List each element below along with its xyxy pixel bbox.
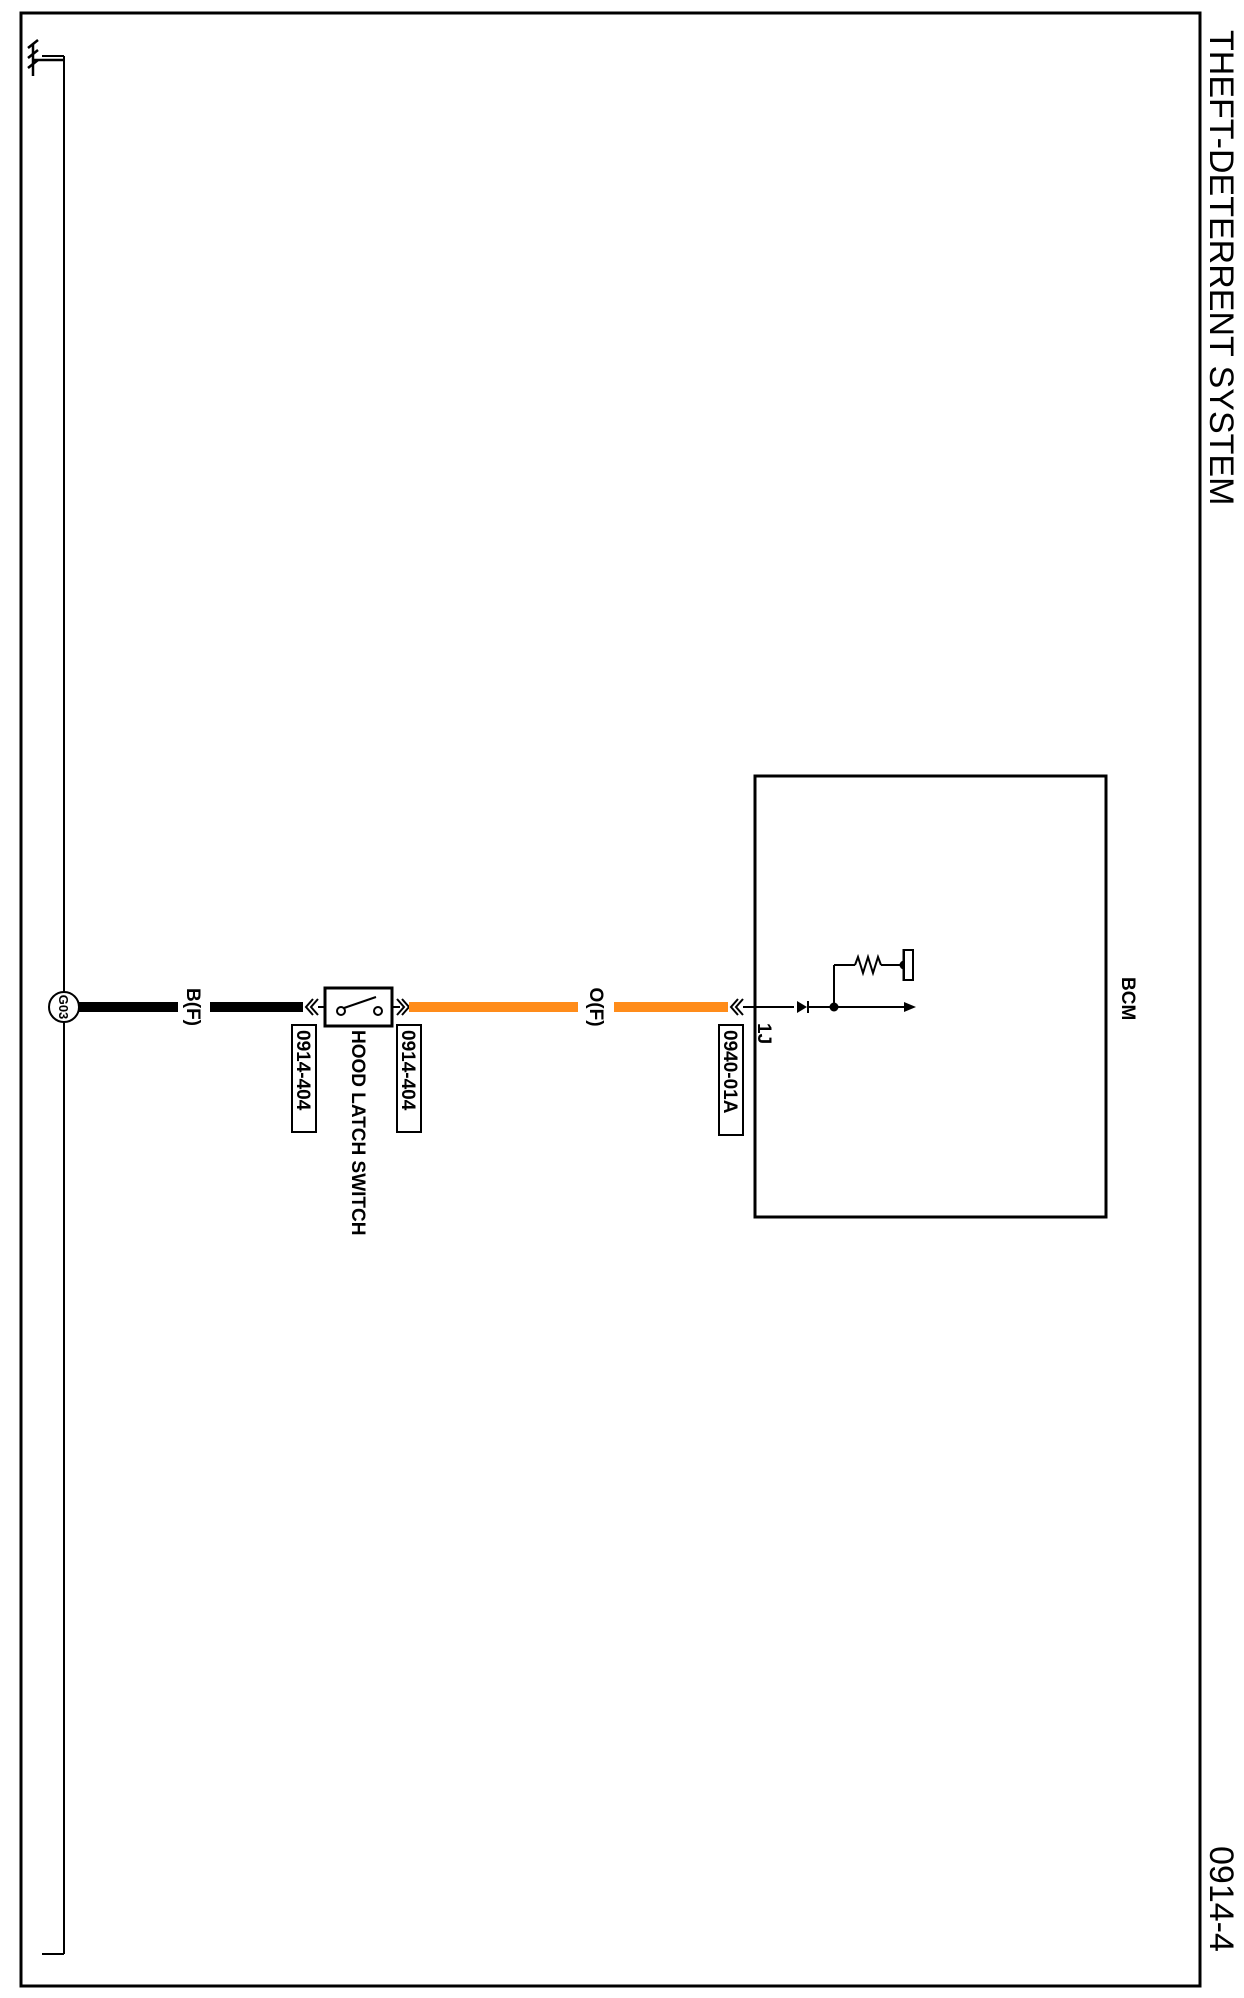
page-number: 0914-4	[1202, 1846, 1240, 1952]
wire-orange: O(F)	[409, 987, 728, 1027]
bcm-label: BCM	[1117, 977, 1138, 1020]
bcm-box	[753, 774, 1108, 1219]
connector-label: 0914-404	[397, 1030, 418, 1111]
ground-label: G03	[56, 995, 71, 1020]
diagram-frame	[19, 11, 1202, 1988]
connector-label: 0940-01A	[719, 1030, 740, 1114]
connector-chevron-icon	[304, 998, 319, 1016]
hood-latch-switch	[318, 986, 400, 1028]
connector-tag-bcm-side: 0914-404	[396, 1024, 422, 1133]
connector-tag-ground-side: 0914-404	[291, 1024, 317, 1133]
terminal-label: 1J	[753, 1023, 774, 1044]
bcm-internal-circuit	[755, 949, 916, 1013]
wire-label-orange: O(F)	[585, 987, 606, 1026]
connector-chevron-icon	[729, 998, 755, 1016]
wire-label-black: B(F)	[182, 988, 203, 1026]
connector-label: 0914-404	[292, 1030, 313, 1111]
connector-tag-bcm: 0940-01A	[718, 1024, 744, 1136]
ground-symbol-icon	[27, 39, 64, 76]
wire-black: B(F)	[79, 988, 303, 1026]
hood-latch-switch-label: HOOD LATCH SWITCH	[347, 1030, 368, 1235]
diagram-title: THEFT-DETERRENT SYSTEM	[1202, 30, 1240, 505]
ground-point-g03: G03	[48, 991, 80, 1023]
